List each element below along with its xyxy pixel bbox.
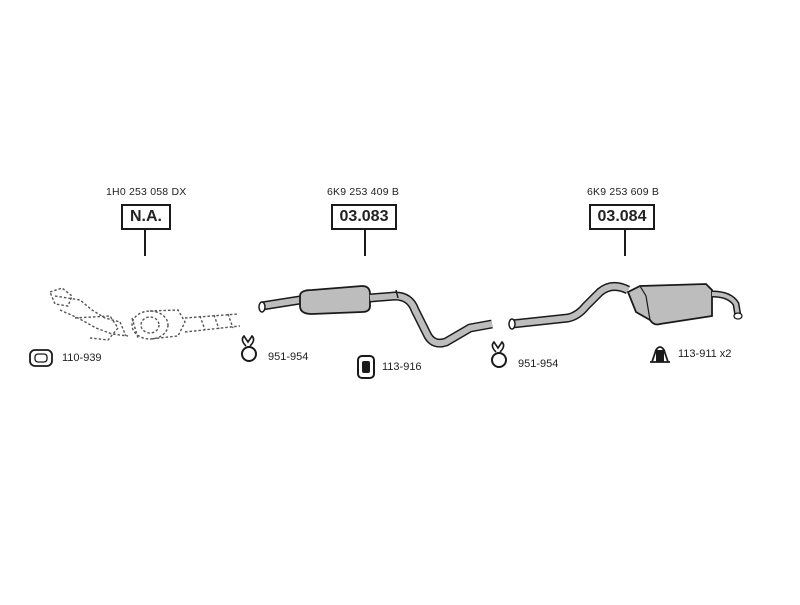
middle-silencer-drawing (258, 285, 493, 348)
clamp-icon (241, 334, 257, 362)
part-number-catalytic: 1H0 253 058 DX (106, 186, 187, 198)
accessory-label-hanger: 113-911 x2 (678, 348, 732, 360)
part-number-middle: 6K9 253 409 B (327, 186, 400, 198)
accessory-label-gasket: 110-939 (62, 352, 102, 364)
clamp-icon-2 (491, 340, 507, 368)
hanger-icon (650, 346, 670, 363)
accessory-label-clamp: 951-954 (268, 351, 309, 363)
part-number-rear: 6K9 253 609 B (587, 186, 660, 198)
ref-code-box-catalytic: N.A. (121, 204, 171, 230)
rear-silencer-drawing (508, 282, 743, 330)
catalytic-converter-drawing (49, 287, 241, 341)
accessory-label-clamp-2: 951-954 (518, 358, 559, 370)
rubber-mount-icon (357, 355, 375, 379)
ref-code-box-middle: 03.083 (331, 204, 397, 230)
gasket-icon (29, 349, 53, 367)
ref-code-box-rear: 03.084 (589, 204, 655, 230)
accessory-label-rubber-mount: 113-916 (382, 361, 422, 373)
